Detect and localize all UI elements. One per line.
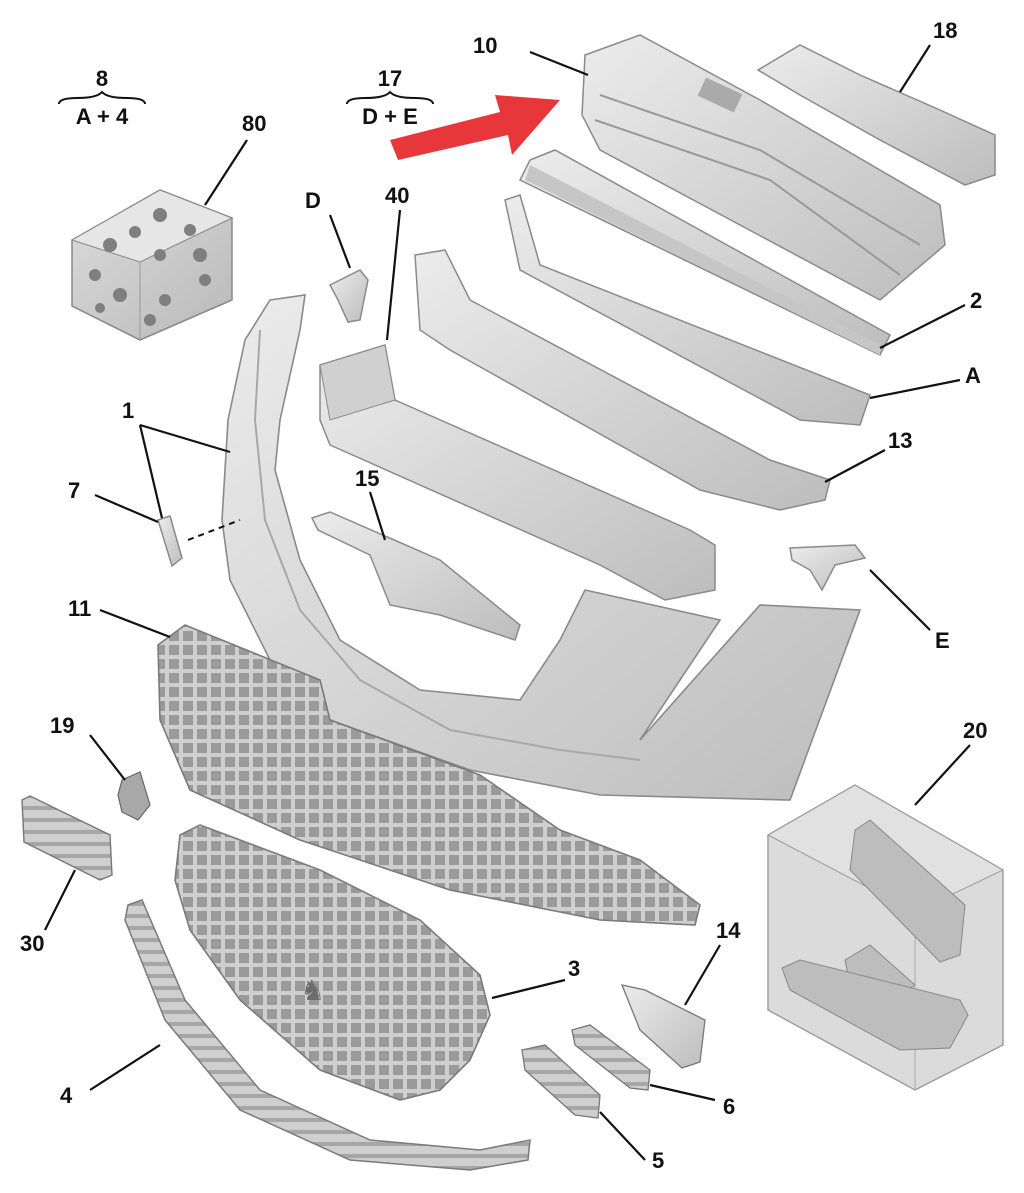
callout-80: 80 (242, 111, 267, 136)
callout-14: 14 (716, 918, 741, 943)
part-4-frame (124, 899, 531, 1171)
part-18-top-deflector (756, 44, 996, 186)
part-13-absorber (414, 249, 831, 511)
part-19-emblem (117, 771, 151, 821)
brace-icon (58, 90, 146, 105)
part-7-cap (157, 515, 183, 568)
callout-D: D (305, 188, 321, 213)
part-11-lower-grille (157, 624, 701, 926)
part-40-beam (319, 344, 716, 601)
part-A-lower-strip (504, 194, 871, 426)
part-30-panel (21, 795, 113, 881)
callout-E: E (935, 628, 950, 653)
callout-7: 7 (68, 478, 81, 503)
leader-lines (44, 44, 971, 1161)
brace-icon (346, 90, 434, 105)
callout-1: 1 (122, 398, 135, 423)
callout-A: A (965, 363, 981, 388)
highlight-arrow (390, 95, 560, 160)
group-label-8: 8 A + 4 (57, 68, 147, 128)
callout-4: 4 (60, 1083, 73, 1108)
group-17-contents: D + E (362, 104, 418, 129)
svg-text:♞: ♞ (300, 974, 325, 1007)
callout-15: 15 (355, 466, 380, 491)
callout-5: 5 (652, 1148, 665, 1173)
callout-6: 6 (723, 1094, 736, 1119)
dash-line (187, 519, 241, 541)
part-20-kit-box (766, 784, 1005, 1091)
callout-10: 10 (473, 33, 498, 58)
callout-40: 40 (385, 183, 410, 208)
callout-20: 20 (963, 718, 988, 743)
part-E-bracket (789, 544, 867, 592)
group-17-number: 17 (377, 66, 403, 91)
callout-30: 30 (20, 931, 45, 956)
callout-19: 19 (50, 713, 75, 738)
callout-13: 13 (888, 428, 913, 453)
part-15-support (310, 511, 521, 641)
part-5-insert (521, 1044, 601, 1119)
group-8-number: 8 (95, 66, 109, 91)
part-1-bumper-cover (221, 294, 862, 801)
callout-3: 3 (568, 956, 581, 981)
part-10-upper-carrier (581, 34, 946, 301)
callout-18: 18 (933, 18, 958, 43)
part-14-insert (620, 984, 706, 1069)
callout-11: 11 (68, 596, 92, 621)
part-D-bracket (328, 269, 369, 323)
part-6-insert (571, 1024, 651, 1091)
part-3-upper-grille: ♞ (174, 824, 491, 1101)
group-label-17: 17 D + E (345, 68, 435, 128)
group-8-contents: A + 4 (75, 104, 129, 129)
callout-2: 2 (970, 288, 983, 313)
part-80-clip-box (70, 189, 234, 341)
